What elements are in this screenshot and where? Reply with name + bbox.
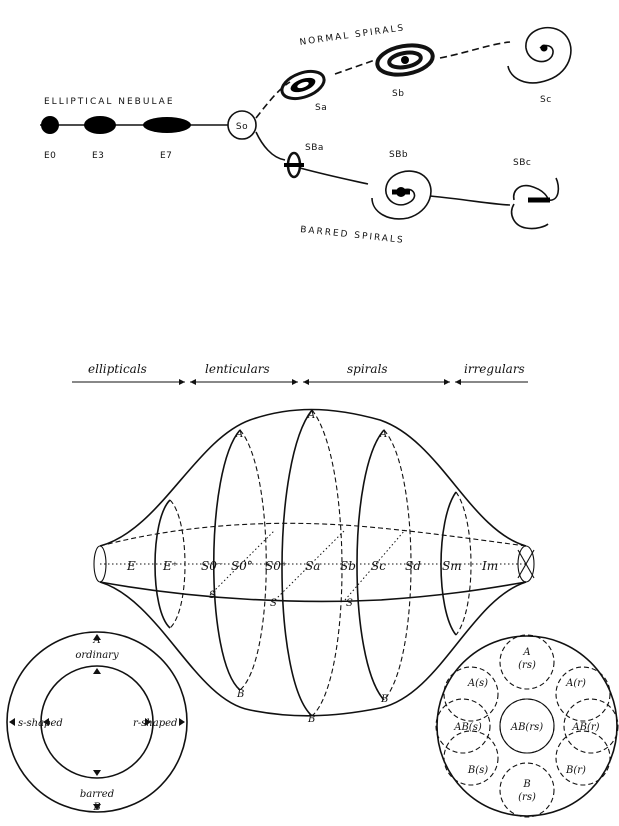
- e3-label: E3: [92, 151, 104, 161]
- circle-grid: A (rs) A(s) A(r) AB(s) AB(rs) AB(r) B(s)…: [435, 634, 619, 818]
- axis-e-plus: E⁺: [162, 559, 178, 573]
- cell-b-rs: (rs): [518, 792, 536, 803]
- barred-branch-line: [255, 131, 511, 206]
- cell-ab-s: AB(s): [453, 722, 482, 733]
- sba-galaxy: [284, 151, 304, 179]
- normal-spirals-title: NORMAL SPIRALS: [299, 23, 406, 48]
- sbb-galaxy: [371, 170, 432, 220]
- axis-sc: Sc: [371, 559, 386, 573]
- sb-galaxy: [375, 43, 435, 77]
- s-label-3: S: [346, 598, 353, 609]
- s0-circle: [227, 110, 257, 140]
- ring-bottom-label: barred: [80, 789, 114, 800]
- hubble-tuning-fork: ELLIPTICAL NEBULAE NORMAL SPIRALS BARRED…: [40, 23, 572, 246]
- cell-a-s: A(s): [467, 678, 488, 689]
- ring-bottom-letter: B: [92, 802, 100, 813]
- a-label-1: A: [235, 429, 243, 440]
- axis-sb: Sb: [340, 559, 356, 573]
- a-label-2: A: [307, 410, 315, 421]
- cell-a-r: A(r): [565, 678, 586, 689]
- e0-label: E0: [44, 151, 56, 161]
- a-label-3: A: [379, 429, 387, 440]
- axis-sd: Sd: [405, 559, 421, 573]
- ring-top-label: ordinary: [75, 650, 119, 661]
- sba-label: SBa: [305, 143, 324, 153]
- header-ellipticals: ellipticals: [88, 362, 147, 376]
- cell-a-rs: (rs): [518, 660, 536, 671]
- sc-label: Sc: [540, 95, 552, 105]
- s-label-2: S: [270, 598, 277, 609]
- cell-ab-r: AB(r): [571, 722, 599, 733]
- outer-ring: [6, 631, 188, 813]
- sbc-galaxy: [510, 177, 560, 230]
- header-lenticulars: lenticulars: [205, 362, 270, 376]
- s0-label: So: [236, 122, 248, 132]
- sa-galaxy: [280, 69, 326, 101]
- b-label-3: B: [380, 694, 388, 705]
- inner-ring: [40, 665, 154, 779]
- axis-s0-plus: S0⁺: [265, 559, 287, 573]
- ring-top-letter: A: [92, 635, 100, 646]
- cross-sections: [154, 409, 472, 717]
- axis-e: E: [126, 559, 136, 573]
- axis-s0-minus: S0⁻: [201, 559, 223, 573]
- e0-galaxy: [41, 116, 59, 134]
- header-spirals: spirals: [347, 362, 388, 376]
- inner-bottom-curve: [99, 581, 527, 603]
- e7-label: E7: [160, 151, 172, 161]
- e7-galaxy: [143, 117, 191, 133]
- inner-top-curve: [99, 522, 527, 547]
- cell-ab-rs: AB(rs): [510, 722, 543, 733]
- cell-b-s: B(s): [467, 765, 488, 776]
- axis-sa: Sa: [305, 559, 320, 573]
- sa-label: Sa: [315, 103, 327, 113]
- b-label-1: B: [236, 689, 244, 700]
- sbc-label: SBc: [513, 158, 531, 168]
- grid-outer-circle: [436, 635, 618, 817]
- ring-left-label: s-shaped: [18, 718, 63, 729]
- cell-b: B: [522, 779, 530, 790]
- ring-right-label: r-shaped: [133, 718, 177, 729]
- cell-b-r: B(r): [565, 765, 586, 776]
- barred-spirals-title: BARRED SPIRALS: [300, 225, 405, 246]
- e3-galaxy: [84, 116, 116, 134]
- header-irregulars: irregulars: [464, 362, 525, 376]
- header-arrows: [72, 379, 528, 385]
- s-label-1: S: [209, 590, 216, 601]
- normal-branch-line: [255, 41, 511, 119]
- sc-galaxy: [507, 26, 572, 84]
- sb-label: Sb: [392, 89, 404, 99]
- volume-top-outline: [99, 408, 527, 547]
- b-label-2: B: [307, 714, 315, 725]
- ellipticals-title: ELLIPTICAL NEBULAE: [44, 97, 175, 107]
- de-vaucouleurs-volume: ellipticals lenticulars spirals irregula…: [72, 362, 535, 725]
- cell-a: A: [522, 647, 530, 658]
- ring-diagram: A ordinary s-shaped r-shaped barred B: [6, 631, 188, 813]
- axis-s0-zero: S0°: [231, 559, 253, 573]
- axis-sm: Sm: [442, 559, 462, 573]
- axis-im: Im: [481, 559, 498, 573]
- sbb-label: SBb: [389, 150, 408, 160]
